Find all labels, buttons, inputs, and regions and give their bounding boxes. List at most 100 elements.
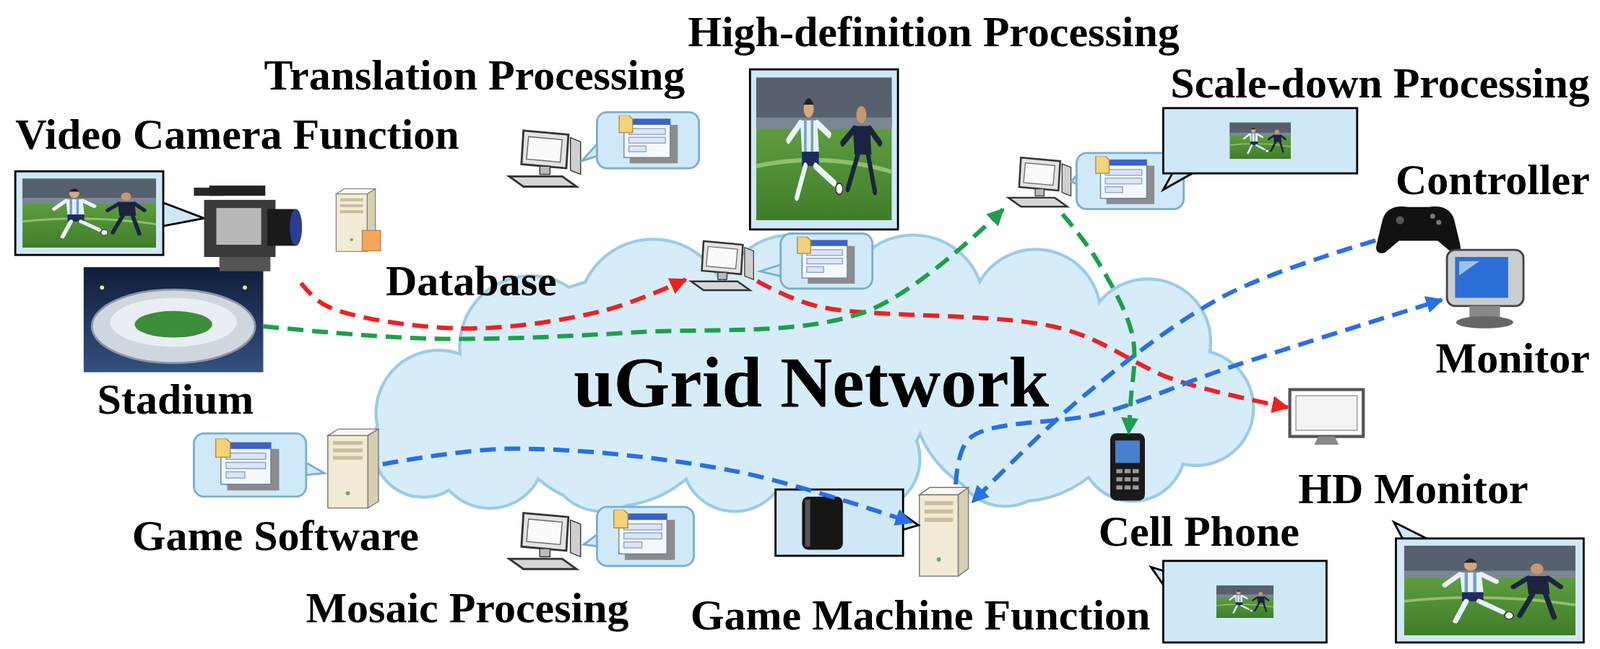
monitor-icon: HD Monitor bbox=[1287, 387, 1366, 448]
high-definition-pc bbox=[691, 69, 898, 291]
camera-icon: Video Camera Function bbox=[188, 181, 301, 284]
stadium-picture-part bbox=[91, 289, 255, 364]
stadium-picture-part bbox=[99, 286, 105, 291]
stadium-picture-part bbox=[134, 311, 212, 339]
stadium-picture-part bbox=[242, 286, 248, 291]
game-software-server-part bbox=[193, 433, 306, 497]
processing-pc: High-definition Processing bbox=[685, 237, 758, 295]
camera-callout-part bbox=[22, 178, 157, 248]
cell-phone-picture-part bbox=[1110, 433, 1145, 501]
cell-phone-picture-part bbox=[1116, 485, 1122, 490]
monitor-picture-part bbox=[1456, 316, 1514, 329]
node-label: HD Monitor bbox=[1298, 465, 1528, 513]
controller-picture-part bbox=[1430, 213, 1436, 219]
hd-monitor-picture-part bbox=[1295, 395, 1358, 431]
scale-down-pc-part bbox=[1162, 108, 1357, 174]
game-software-server-part bbox=[327, 429, 379, 508]
monitor-picture-part bbox=[1459, 261, 1480, 276]
video-camera-picture-part bbox=[219, 257, 271, 272]
high-definition-pc-part bbox=[749, 69, 898, 230]
node-label: Monitor bbox=[1436, 334, 1590, 383]
database-icon: Database bbox=[329, 187, 386, 254]
cell-phone-callout-part bbox=[1162, 561, 1327, 643]
phone-icon: Cell Phone bbox=[1108, 433, 1145, 501]
cell-phone-picture-part bbox=[1124, 485, 1131, 490]
node-label: Translation Processing bbox=[263, 51, 685, 99]
video-camera-picture-part bbox=[204, 200, 276, 258]
high-definition-pc-part bbox=[797, 236, 856, 284]
node-label: Game Software bbox=[132, 512, 419, 560]
controller-icon: Controller bbox=[1375, 202, 1447, 254]
cell-phone-picture-part bbox=[1132, 485, 1139, 490]
translation-pc-part bbox=[619, 115, 678, 164]
video-camera-picture-part bbox=[215, 208, 261, 245]
mosaic-pc-part bbox=[596, 507, 694, 567]
node-label: uGrid Network bbox=[573, 343, 1049, 423]
hd-monitor-callout bbox=[1394, 522, 1585, 643]
game-machine-server-part bbox=[801, 496, 843, 550]
cell-phone-picture-part bbox=[1116, 477, 1122, 482]
hd-monitor-callout-part bbox=[1404, 546, 1576, 636]
game-machine-server-part bbox=[919, 487, 969, 577]
stadium-picture bbox=[83, 267, 264, 373]
node-label: Video Camera Function bbox=[15, 110, 459, 159]
hd-monitor-picture-part bbox=[1290, 390, 1364, 438]
controller-picture-part bbox=[1436, 219, 1442, 225]
node-label: Scale-down Processing bbox=[1170, 59, 1590, 107]
game-software-server bbox=[193, 429, 378, 508]
scale-down-pc-part bbox=[1008, 157, 1072, 207]
game-machine-server-part bbox=[775, 489, 904, 557]
node-label: High-definition Processing bbox=[687, 7, 1180, 56]
node-label: Stadium bbox=[97, 375, 255, 424]
node-label: Database bbox=[385, 257, 557, 305]
translation-pc-part bbox=[509, 130, 581, 188]
data-flow-arrow bbox=[1062, 214, 1135, 435]
scale-down-pc bbox=[1008, 108, 1358, 210]
stadium-picture-part bbox=[110, 297, 237, 347]
data-flow-arrow bbox=[382, 449, 912, 523]
camera-callout-part bbox=[15, 171, 164, 255]
node-label: Game Machine Function bbox=[690, 591, 1151, 640]
scale-down-pc-part bbox=[1095, 156, 1155, 205]
translation-pc bbox=[509, 111, 700, 187]
high-definition-pc-part bbox=[756, 77, 893, 221]
node-label: Cell Phone bbox=[1098, 507, 1300, 556]
cell-phone-picture-part bbox=[1132, 469, 1139, 474]
high-definition-pc-part bbox=[780, 233, 873, 289]
monitor-icon: Monitor bbox=[1441, 242, 1529, 330]
hd-monitor-callout-part bbox=[1395, 538, 1584, 643]
camera-callout-part bbox=[161, 202, 204, 227]
hd-monitor-picture bbox=[1290, 390, 1364, 445]
node-label: Mosaic Procesing bbox=[305, 584, 629, 633]
monitor-picture-part bbox=[1446, 249, 1524, 307]
monitor-picture bbox=[1446, 249, 1524, 329]
hd-monitor-callout-part bbox=[1394, 522, 1429, 540]
high-definition-pc-part bbox=[691, 241, 755, 291]
camera-callout bbox=[15, 171, 204, 255]
video-camera-picture-part bbox=[209, 185, 266, 196]
mosaic-pc-part bbox=[613, 509, 676, 560]
controller-picture-part bbox=[1376, 206, 1461, 254]
stadium-picture-part bbox=[83, 267, 264, 373]
processing-pc: Translation Processing bbox=[502, 127, 585, 192]
network-cloud-shape-part bbox=[374, 236, 1252, 511]
controller-picture bbox=[1376, 206, 1461, 254]
cell-phone-picture bbox=[1110, 433, 1145, 501]
processing-pc: Mosaic Procesing bbox=[502, 509, 585, 574]
server-icon: Game Machine Function bbox=[910, 484, 973, 579]
mosaic-pc-part bbox=[509, 513, 581, 570]
translation-pc-part bbox=[596, 111, 699, 169]
database-picture bbox=[335, 189, 381, 253]
cell-phone-picture-part bbox=[1116, 469, 1122, 474]
processing-pc: Scale-down Processing bbox=[1003, 150, 1075, 215]
cell-phone-picture-part bbox=[1124, 469, 1131, 474]
database-picture-part bbox=[361, 230, 380, 251]
controller-picture-part bbox=[1395, 215, 1404, 224]
game-machine-server bbox=[775, 487, 969, 577]
network-cloud: uGrid Network bbox=[355, 244, 1264, 503]
stadium-image: Stadium bbox=[83, 267, 264, 373]
hd-monitor-picture-part bbox=[1313, 437, 1339, 445]
network-cloud-shape-part bbox=[374, 236, 1252, 511]
cell-phone-callout bbox=[1150, 561, 1327, 643]
